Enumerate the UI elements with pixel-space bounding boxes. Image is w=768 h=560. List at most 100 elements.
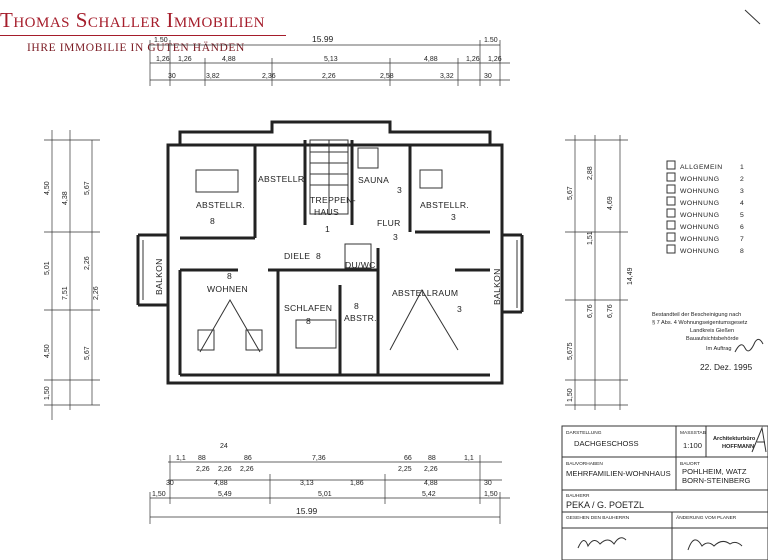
room-wohnen-num: 8 <box>227 271 232 281</box>
dim-r1-a: 1,26 <box>156 56 170 63</box>
corner-mark <box>744 9 761 25</box>
stamp-line-1: Bestandteil der Bescheinigung nach <box>652 312 741 318</box>
dim-right-b: 2,88 <box>587 166 594 180</box>
legend-label-2: WOHNUNG <box>680 176 719 183</box>
room-schlafen: SCHLAFEN <box>284 303 332 313</box>
room-flur: FLUR <box>377 218 401 228</box>
room-schlafen-num: 8 <box>306 316 311 326</box>
dim-right-c: 4,69 <box>607 196 614 210</box>
dim-r1-g: 1,26 <box>488 56 502 63</box>
legend-label-4: WOHNUNG <box>680 200 719 207</box>
dim-left-in-d: 5,67 <box>84 346 91 360</box>
tb-bauherr: PEKA / G. POETZL <box>566 500 644 510</box>
dim-b3-a: 30 <box>166 480 174 487</box>
dim-b3-f: 30 <box>484 480 492 487</box>
logo-underline <box>0 35 286 36</box>
dim-left-in-b: 5,67 <box>84 181 91 195</box>
company-logo-title: Thomas Schaller Immobilien <box>0 8 265 32</box>
tb-darstellung-label: DARSTELLUNG <box>566 430 602 436</box>
top-dimensions: 1.50 1.50 15.99 1,26 1,26 4,88 5,13 4,88… <box>149 34 510 86</box>
tb-bauort-2: BORN-STEINBERG <box>682 476 750 485</box>
room-abstellraum-num: 3 <box>457 304 462 314</box>
legend-num-3: 3 <box>740 188 744 195</box>
dim-r1-f: 1,26 <box>466 56 480 63</box>
tb-gesehen-label: GESEHEN DEN BAUHERRN <box>566 515 630 521</box>
room-sauna-num: 3 <box>397 185 402 195</box>
approval-stamp: Bestandteil der Bescheinigung nach § 7 A… <box>652 312 764 372</box>
dim-left-b: 5,01 <box>44 261 51 275</box>
room-labels: ABSTELLR. 8 ABSTELLR. TREPPEN- HAUS 1 SA… <box>154 174 502 326</box>
dim-b2-b: 2,26 <box>218 466 232 473</box>
room-sauna: SAUNA <box>358 175 389 185</box>
dim-r2-g: 30 <box>484 73 492 80</box>
room-abstellr-left-num: 8 <box>210 216 215 226</box>
dim-b2-c: 2,26 <box>240 466 254 473</box>
legend-num-7: 7 <box>740 236 744 243</box>
dim-left-in-e: 2,26 <box>84 256 91 270</box>
legend-num-2: 2 <box>740 176 744 183</box>
room-diele-num: 8 <box>316 251 321 261</box>
dim-b4-b: 5,49 <box>218 491 232 498</box>
dim-left-in-a: 4,38 <box>62 191 69 205</box>
dim-b1-d: 86 <box>244 455 252 462</box>
office-logo-icon <box>751 426 767 453</box>
dim-b4-a: 1,50 <box>152 491 166 498</box>
bauherr-signature <box>577 537 627 549</box>
dim-right-d: 1,51 <box>587 231 594 245</box>
dim-b2-a: 2,26 <box>196 466 210 473</box>
room-duwc: DU/WC <box>345 260 376 270</box>
room-balkon-left: BALKON <box>154 258 164 295</box>
dim-b2-e: 2,26 <box>424 466 438 473</box>
legend-label-8: WOHNUNG <box>680 248 719 255</box>
room-treppenhaus-num: 1 <box>325 224 330 234</box>
dim-right-h: 1,50 <box>567 388 574 402</box>
legend-label-5: WOHNUNG <box>680 212 719 219</box>
room-abstellr-right-num: 3 <box>451 212 456 222</box>
room-abstr-num: 8 <box>354 301 359 311</box>
dim-right-g: 5,675 <box>567 342 574 360</box>
dim-left-in-f: 2,26 <box>93 286 100 300</box>
room-abstellr-mid: ABSTELLR. <box>258 174 307 184</box>
dim-b3-b: 4,88 <box>214 480 228 487</box>
room-abstellr-left: ABSTELLR. <box>196 200 245 210</box>
title-block: DARSTELLUNG DACHGESCHOSS MASSSTAB 1:100 … <box>561 425 768 560</box>
dim-r2-c: 2,36 <box>262 73 276 80</box>
legend-num-8: 8 <box>740 248 744 255</box>
dim-right-f: 6,76 <box>607 304 614 318</box>
tb-bauvorhaben: MEHRFAMILIEN-WOHNHAUS <box>566 469 671 478</box>
left-dimensions: 4,50 5,01 4,50 1,50 4,38 5,67 7,51 5,67 … <box>44 130 100 420</box>
legend-num-1: 1 <box>740 164 744 171</box>
dim-right-total: 14,49 <box>627 267 634 285</box>
unit-legend: ALLGEMEIN 1 WOHNUNG 2 WOHNUNG 3 WOHNUNG … <box>666 160 744 255</box>
dim-r2-b: 3,82 <box>206 73 220 80</box>
stamp-signature <box>734 338 764 353</box>
bottom-dimensions: 1,1 88 24 86 7,36 66 88 1,1 2,26 2,26 2,… <box>149 443 510 524</box>
dim-b1-g: 88 <box>428 455 436 462</box>
planer-signature <box>687 539 743 551</box>
dim-overall-top: 15.99 <box>312 34 334 44</box>
tb-bauherr-label: BAUHERR <box>566 493 590 499</box>
tb-massstab: 1:100 <box>683 441 702 450</box>
dim-b4-d: 5,42 <box>422 491 436 498</box>
legend-label-7: WOHNUNG <box>680 236 719 243</box>
dim-r2-f: 3,32 <box>440 73 454 80</box>
dim-b3-c: 3,13 <box>300 480 314 487</box>
dim-top-right: 1.50 <box>484 37 498 44</box>
room-wohnen: WOHNEN <box>207 284 248 294</box>
room-abstellraum: ABSTELLRAUM <box>392 288 458 298</box>
room-diele: DIELE <box>284 251 310 261</box>
dim-b1-e: 7,36 <box>312 455 326 462</box>
dim-b1-b: 88 <box>198 455 206 462</box>
dim-left-a: 4,50 <box>44 181 51 195</box>
dim-r2-e: 2,58 <box>380 73 394 80</box>
dim-b2-d: 2,25 <box>398 466 412 473</box>
stamp-line-2: § 7 Abs. 4 Wohnungseigentumsgesetz <box>652 320 748 326</box>
tb-aenderung-label: ÄNDERUNG VOM PLANER <box>676 514 737 521</box>
floor-plan-walls <box>136 120 524 385</box>
legend-label-3: WOHNUNG <box>680 188 719 195</box>
tb-darstellung: DACHGESCHOSS <box>574 439 639 448</box>
room-abstr: ABSTR. <box>344 313 377 323</box>
dim-r1-c: 4,88 <box>222 56 236 63</box>
stamp-line-3: Landkreis Gießen <box>690 328 734 334</box>
